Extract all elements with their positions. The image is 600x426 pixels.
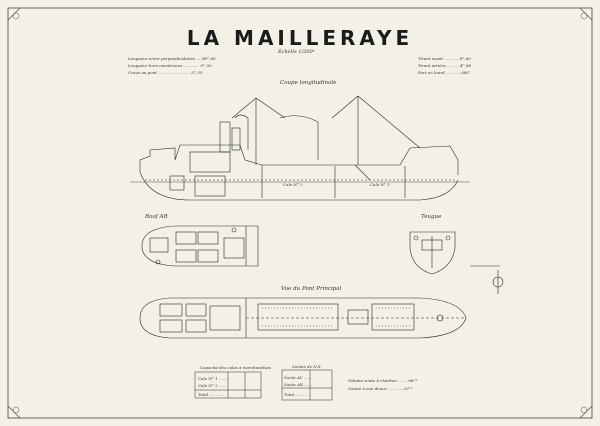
view-label-deck: Vue du Pont Principal [281,286,342,292]
spec-depth: Creux au pont ......................... … [128,70,203,75]
hold-label-1: Cale N° 1 [370,182,390,187]
legend-left-row: Cale N° 1 ....... [198,376,228,381]
view-label-aft: Roof AR [145,214,168,220]
bow-plan [409,231,504,294]
legend-left-row: Total ........... [198,392,224,397]
spec-breadth: Longueur hors membrures ............ 9ᵐ,… [128,63,212,68]
view-label-longitudinal: Coupe longitudinale [280,80,337,86]
legend-mid-row: Soute AR ...... [284,382,312,387]
spec-draft-aft: Tirant arrière ......... 4ᵐ,80 [418,63,472,68]
scale-note: Échelle 1/200ᵉ [278,49,315,55]
legend-right-row: Volume soute à charbon ....... 96ᵐ³ [348,378,418,383]
legend-mid-row: Total ......... [284,392,307,397]
spec-draft-fwd: Tirant avant ........... 4ᵐ,60 [418,56,471,61]
spec-deadweight: Port en lourd ........... 685ᵗ [418,70,470,75]
legend-tables [194,369,333,401]
legend-mid-title: Soutes de N.S. [292,364,322,369]
legend-left-title: Capacité des cales à marchandises [200,365,271,370]
longitudinal-section-drawing [130,95,470,201]
spec-length-pp: Longueur entre perpendiculaires ... 58ᵐ,… [128,56,216,61]
drawing-title: LA MAILLERAYE [186,26,414,50]
main-deck-plan [139,297,467,339]
hold-label-2: Cale N° 2 [283,182,303,187]
legend-right-row: Caisse à eau douce ........... 20ᵐ³ [348,386,413,391]
legend-mid-row: Soute AV ...... [284,375,312,380]
view-label-bow: Teugue [421,214,442,220]
legend-left-row: Cale N° 2 ....... [198,383,228,388]
aft-roof-plan [141,225,259,267]
